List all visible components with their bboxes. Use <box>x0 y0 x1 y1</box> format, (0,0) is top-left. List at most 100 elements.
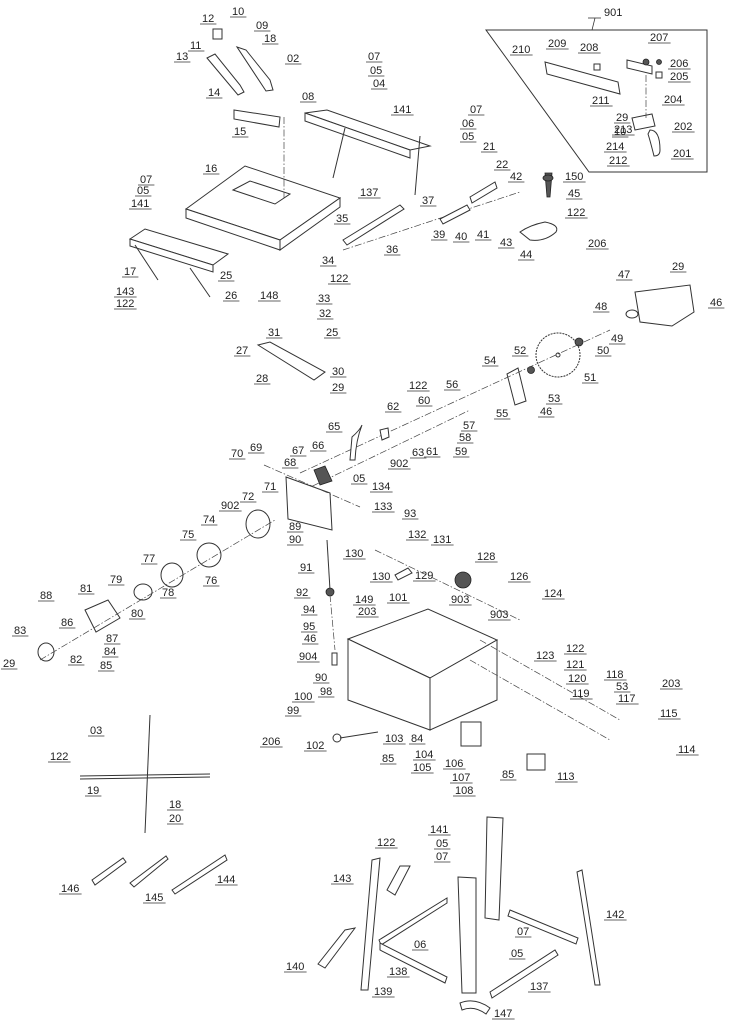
part-label-81: 81 <box>78 583 95 595</box>
part-number: 101 <box>389 592 407 604</box>
riving-knife <box>313 424 390 486</box>
part-number: 12 <box>202 13 214 25</box>
part-number: 48 <box>595 301 607 313</box>
part-label-117: 117 <box>616 693 639 705</box>
part-label-207: 207 <box>648 32 671 44</box>
part-label-05: 05 <box>434 838 451 850</box>
part-number: 41 <box>477 229 489 241</box>
part-label-55: 55 <box>494 408 511 420</box>
part-label-113: 113 <box>555 771 578 783</box>
part-label-104: 104 <box>413 749 436 761</box>
part-number: 35 <box>336 213 348 225</box>
nut-part <box>656 59 662 65</box>
part-number: 05 <box>436 838 448 850</box>
part-label-68: 68 <box>282 457 299 469</box>
part-number: 25 <box>220 270 232 282</box>
part-label-29: 29 <box>330 382 347 394</box>
part-number: 72 <box>242 491 254 503</box>
part-number: 201 <box>673 148 691 160</box>
part-label-46: 46 <box>538 406 555 418</box>
part-number: 66 <box>312 440 324 452</box>
part-label-67: 67 <box>290 445 307 457</box>
part-number: 904 <box>299 651 317 663</box>
part-number: 31 <box>268 327 280 339</box>
fence-block-part <box>593 63 601 71</box>
part-number: 93 <box>404 508 416 520</box>
part-label-206: 206 <box>586 238 609 250</box>
part-label-98: 98 <box>318 686 335 698</box>
part-label-18: 18 <box>262 33 279 45</box>
part-number: 18 <box>169 799 181 811</box>
part-label-70: 70 <box>229 448 246 460</box>
part-label-74: 74 <box>201 514 218 526</box>
part-number: 206 <box>670 58 688 70</box>
part-number: 117 <box>618 693 636 705</box>
part-number: 139 <box>374 986 392 998</box>
part-number: 79 <box>110 574 122 586</box>
part-label-45: 45 <box>566 188 583 200</box>
part-number: 213 <box>614 124 632 136</box>
part-number: 214 <box>606 141 624 153</box>
part-label-07: 07 <box>434 851 451 863</box>
part-label-107: 107 <box>450 772 473 784</box>
part-number: 122 <box>50 751 68 763</box>
part-number: 11 <box>190 40 201 52</box>
part-number: 53 <box>548 393 560 405</box>
part-label-07: 07 <box>515 926 532 938</box>
part-label-147: 147 <box>492 1008 515 1020</box>
part-label-56: 56 <box>444 379 461 391</box>
part-number: 49 <box>611 333 623 345</box>
extension-table-right <box>304 109 432 196</box>
part-number: 83 <box>14 625 26 637</box>
part-number: 26 <box>225 290 237 302</box>
part-label-134: 134 <box>370 481 393 493</box>
part-label-141: 141 <box>129 198 152 210</box>
part-label-138: 138 <box>387 966 410 978</box>
part-number: 74 <box>203 514 215 526</box>
part-label-203: 203 <box>660 678 683 690</box>
part-label-122: 122 <box>114 298 137 310</box>
part-number: 07 <box>470 104 482 116</box>
part-number: 203 <box>358 606 376 618</box>
part-label-62: 62 <box>385 401 402 413</box>
part-label-05: 05 <box>509 948 526 960</box>
part-number: 81 <box>80 583 92 595</box>
part-number: 63 <box>412 447 424 459</box>
part-number: 76 <box>205 575 217 587</box>
part-label-103: 103 <box>383 733 406 745</box>
part-number: 29 <box>3 658 15 670</box>
part-number: 145 <box>145 892 163 904</box>
part-number: 903 <box>451 594 469 606</box>
part-number: 126 <box>510 571 528 583</box>
part-label-145: 145 <box>143 892 166 904</box>
part-label-84: 84 <box>409 733 426 745</box>
part-label-60: 60 <box>416 395 433 407</box>
part-number: 149 <box>355 594 373 606</box>
part-number: 54 <box>484 355 496 367</box>
part-number: 43 <box>500 237 512 249</box>
part-label-21: 21 <box>481 141 498 153</box>
part-label-83: 83 <box>12 625 29 637</box>
part-number: 46 <box>304 633 316 645</box>
part-number: 119 <box>572 688 590 700</box>
part-label-07: 07 <box>468 104 485 116</box>
part-label-212: 212 <box>607 155 630 167</box>
part-number: 08 <box>302 91 314 103</box>
part-label-129: 129 <box>413 570 436 582</box>
part-number: 122 <box>409 380 427 392</box>
part-number: 90 <box>315 672 327 684</box>
extension-table-left <box>128 228 230 298</box>
part-label-211: 211 <box>590 95 613 107</box>
part-label-05: 05 <box>135 185 152 197</box>
part-number: 87 <box>106 633 118 645</box>
throat-plate <box>256 341 326 381</box>
part-label-61: 61 <box>424 446 441 458</box>
part-label-27: 27 <box>234 345 251 357</box>
part-number: 207 <box>650 32 668 44</box>
part-number: 132 <box>408 529 426 541</box>
part-number: 85 <box>100 660 112 672</box>
part-number: 208 <box>580 42 598 54</box>
part-label-121: 121 <box>564 659 587 671</box>
part-number: 16 <box>205 163 217 175</box>
part-number: 05 <box>353 473 365 485</box>
